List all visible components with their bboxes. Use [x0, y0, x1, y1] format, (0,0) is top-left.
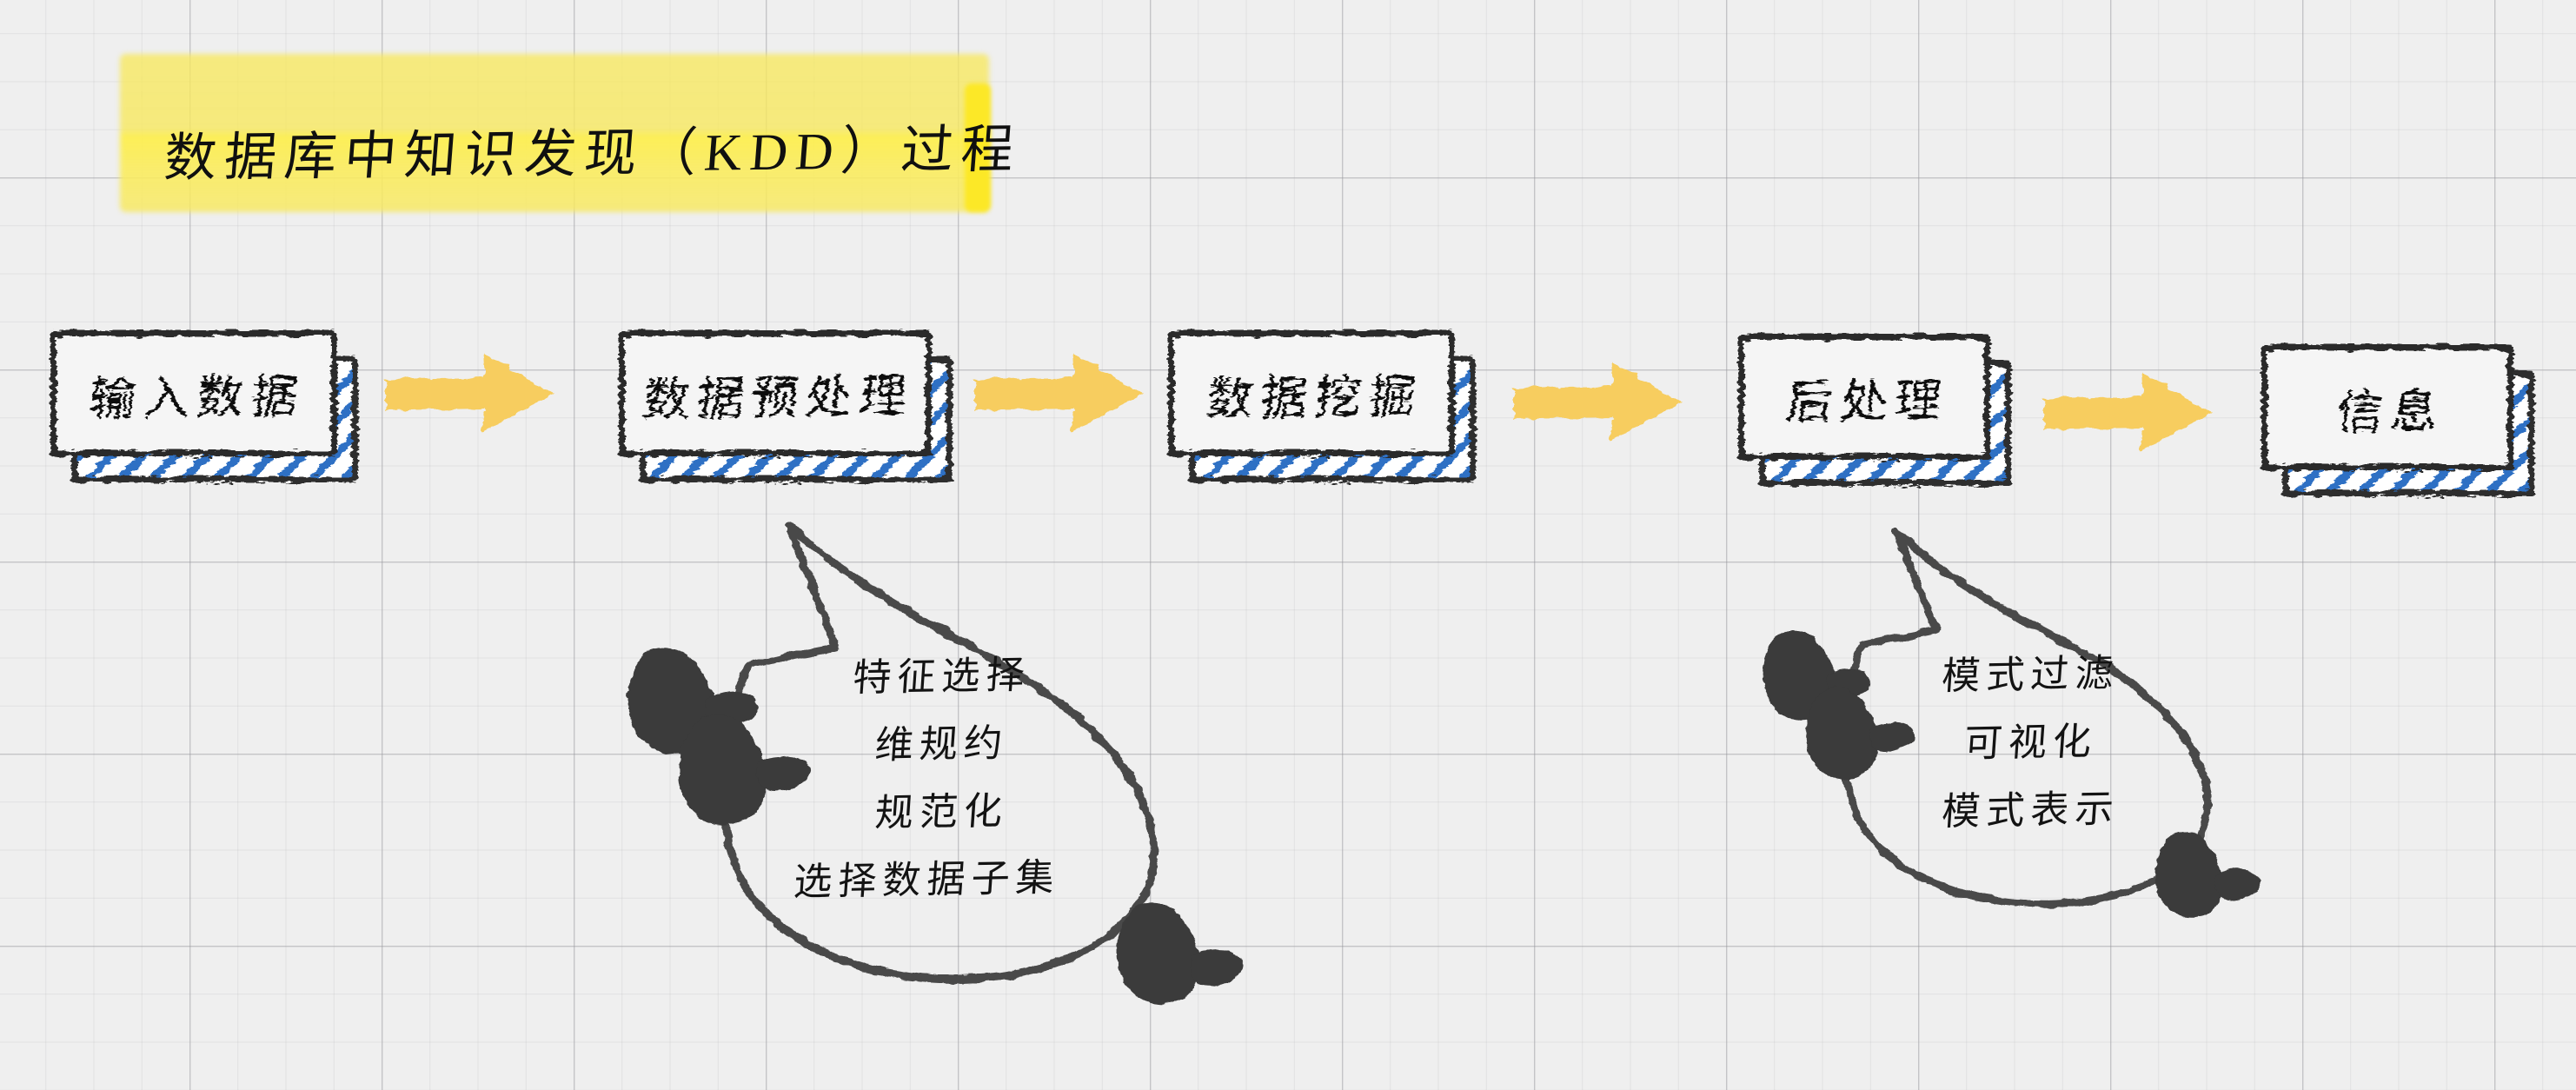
- ink-blob: [1763, 630, 2262, 918]
- bubble-line: 特征选择: [851, 654, 1032, 700]
- ink-blob: [627, 648, 1244, 1004]
- bubble-line: 模式过滤: [1940, 652, 2121, 698]
- flow-node-label: 后处理: [1784, 374, 1950, 429]
- bubble-line: 选择数据子集: [792, 856, 1062, 904]
- node-box: 后处理: [1738, 334, 1990, 460]
- annotation-bubble-postprocess: 模式过滤 可视化 模式表示: [1747, 495, 2303, 918]
- flow-node-label: 输入数据: [87, 370, 307, 426]
- arrow-shape: [386, 353, 553, 433]
- flow-node-label: 信息: [2334, 385, 2447, 439]
- bubble-outline: [627, 522, 1244, 1004]
- arrow-shape: [2044, 372, 2211, 452]
- bubble-line: 规范化: [873, 789, 1010, 835]
- node-box: 数据预处理: [619, 330, 932, 456]
- flow-arrow-1: [382, 346, 565, 442]
- flow-node-label: 数据挖掘: [1205, 370, 1424, 426]
- bubble-preprocess-lines: 特征选择 维规约 规范化 选择数据子集: [793, 643, 1082, 914]
- title-highlight-marker: [120, 54, 989, 212]
- flow-node-input-data[interactable]: 输入数据: [50, 330, 358, 482]
- bubble-postprocess-lines: 模式过滤 可视化 模式表示: [1902, 641, 2154, 845]
- arrow-shape: [1514, 362, 1681, 442]
- node-box: 数据挖掘: [1168, 330, 1455, 456]
- node-box: 输入数据: [50, 330, 337, 456]
- flow-arrow-4: [2041, 365, 2223, 461]
- flow-arrow-2: [972, 346, 1154, 442]
- annotation-bubble-preprocess: 特征选择 维规约 规范化 选择数据子集: [608, 487, 1269, 1004]
- flow-node-post-process[interactable]: 后处理: [1738, 334, 2011, 486]
- title-highlight-marker-cap: [965, 83, 991, 212]
- flow-node-data-preprocess[interactable]: 数据预处理: [619, 330, 953, 482]
- bubble-line: 维规约: [873, 721, 1010, 768]
- arrow-shape: [975, 353, 1142, 433]
- flow-arrow-3: [1510, 355, 1693, 450]
- node-box: 信息: [2261, 344, 2513, 470]
- bubble-line: 模式表示: [1940, 788, 2121, 834]
- bubble-line: 可视化: [1962, 720, 2099, 766]
- flow-node-label: 数据预处理: [641, 369, 915, 427]
- page-title: 数据库中知识发现（KDD）过程: [162, 120, 1024, 188]
- bubble-outline: [1763, 528, 2262, 918]
- flow-node-information[interactable]: 信息: [2261, 344, 2534, 496]
- flow-node-data-mining[interactable]: 数据挖掘: [1168, 330, 1476, 482]
